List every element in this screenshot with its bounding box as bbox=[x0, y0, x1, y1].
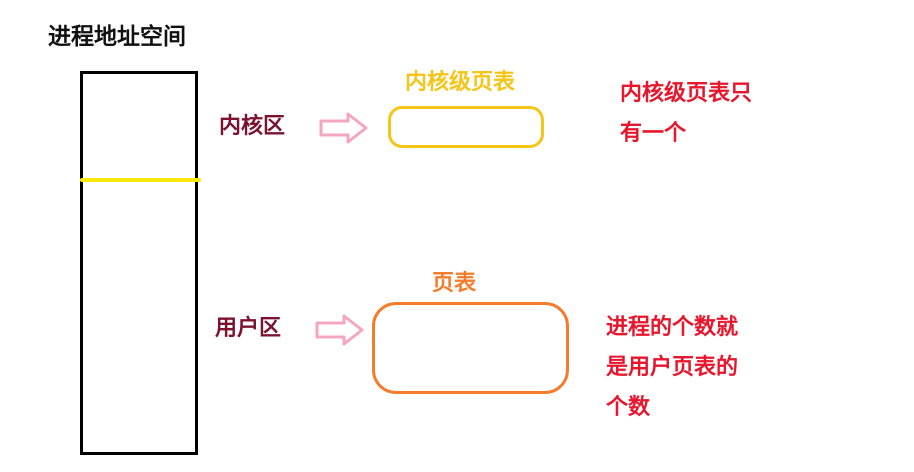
kernel-page-table-title: 内核级页表 bbox=[405, 70, 516, 95]
user-page-table-title: 页表 bbox=[432, 271, 477, 296]
kernel-note-line: 有一个 bbox=[620, 121, 687, 146]
kernel-note-line: 内核级页表只 bbox=[620, 81, 753, 106]
kernel-region-label: 内核区 bbox=[219, 114, 286, 139]
user-region-label: 用户区 bbox=[215, 316, 282, 341]
user-note-line: 是用户页表的 bbox=[606, 355, 739, 380]
hollow-right-arrow-icon bbox=[315, 314, 364, 346]
user-note-line: 进程的个数就 bbox=[606, 315, 739, 340]
kernel-page-table-box bbox=[388, 106, 544, 148]
address-space-column bbox=[80, 71, 198, 455]
user-note-line: 个数 bbox=[606, 395, 651, 420]
kernel-user-divider bbox=[80, 178, 201, 182]
user-note: 进程的个数就 是用户页表的 个数 bbox=[606, 308, 738, 428]
user-page-table-box bbox=[372, 302, 569, 394]
diagram-title: 进程地址空间 bbox=[48, 24, 186, 50]
hollow-right-arrow-icon bbox=[319, 112, 368, 144]
kernel-note: 内核级页表只 有一个 bbox=[620, 74, 752, 154]
